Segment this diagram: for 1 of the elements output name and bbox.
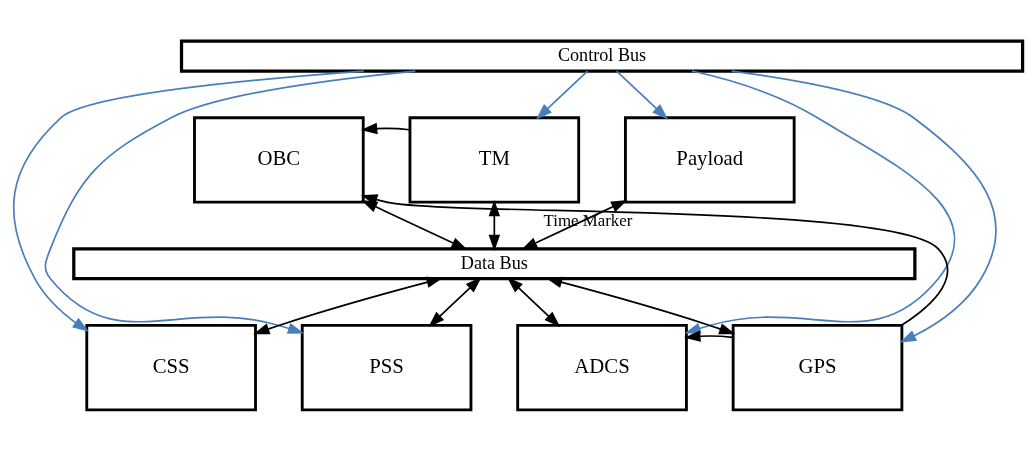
edge-label: Time Marker: [543, 210, 633, 230]
